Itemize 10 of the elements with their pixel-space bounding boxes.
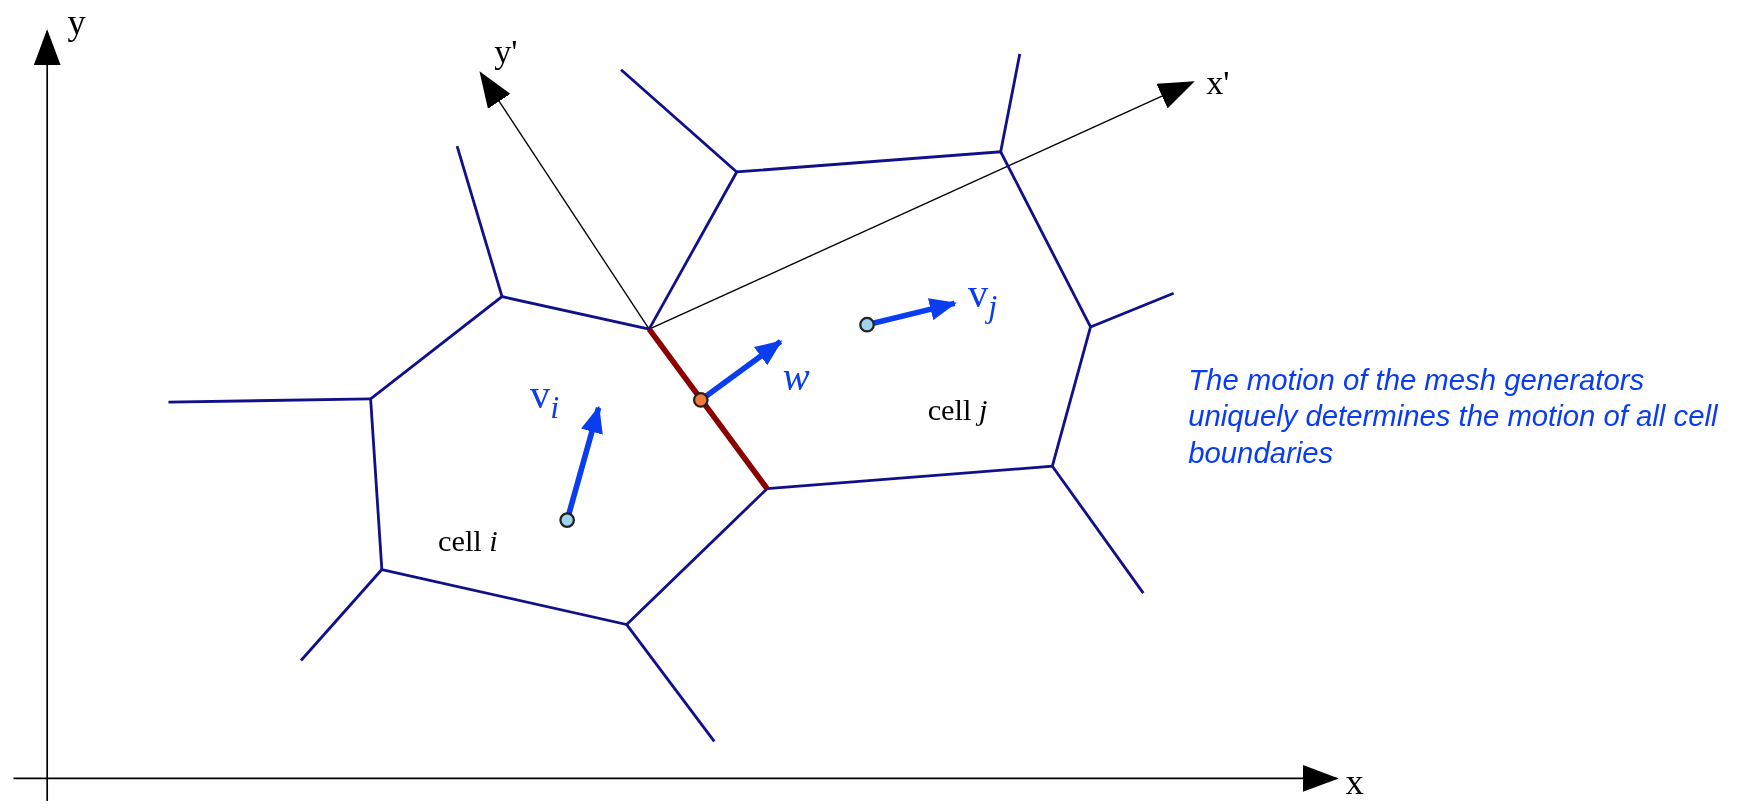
axis-label: y' (494, 33, 518, 69)
axis-label: x' (1206, 65, 1230, 100)
velocity-label: v$_{i}$ (530, 375, 560, 424)
caption-note: The motion of the mesh generators uniquely determines the motion of all cell boundaries (1188, 361, 1719, 471)
cell-label: cell i (438, 525, 498, 556)
velocity-label: v$_{j}$ (968, 274, 998, 323)
velocity-label: w (782, 357, 810, 398)
cell-label: cell j (927, 395, 988, 426)
axis-label: x (1345, 763, 1364, 801)
axis-label: y (67, 4, 86, 41)
